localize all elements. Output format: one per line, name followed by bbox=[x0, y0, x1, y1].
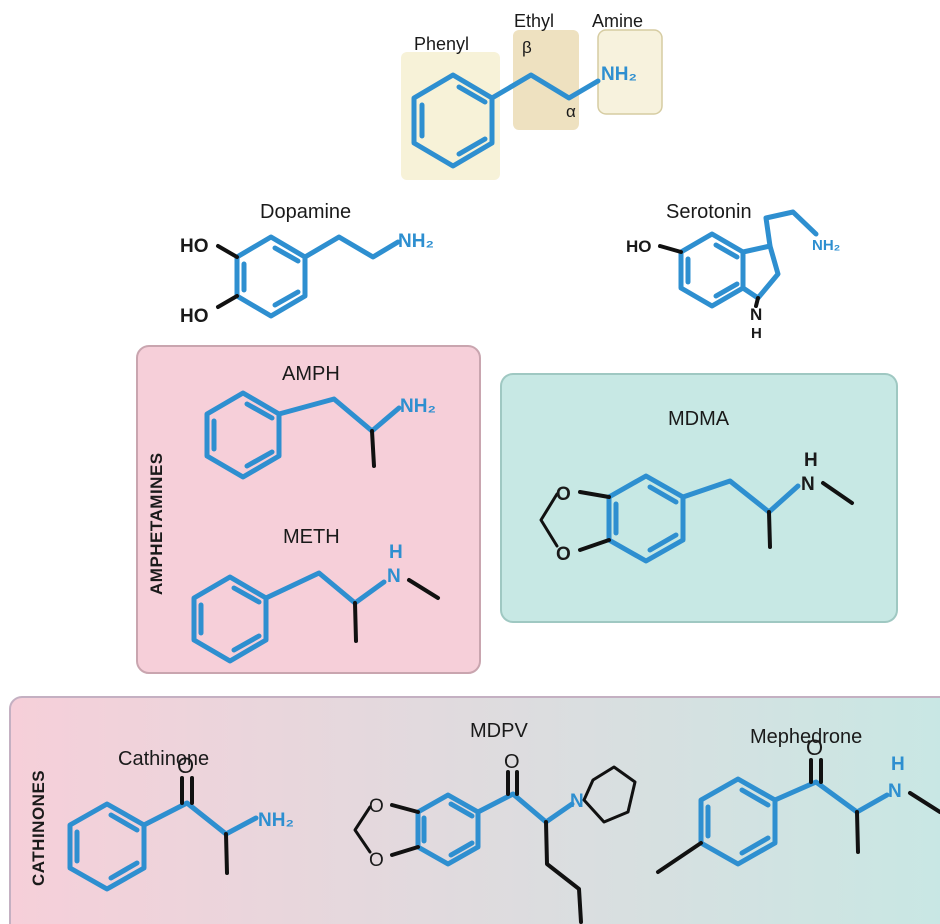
mdpv-name: MDPV bbox=[470, 720, 528, 742]
cathinone-name: Cathinone bbox=[118, 748, 209, 770]
amine-label: Amine bbox=[592, 11, 643, 31]
mdma-o-2: O bbox=[556, 544, 571, 565]
cathinone-o: O bbox=[177, 753, 194, 778]
phenethylamine-scaffold: Phenyl Ethyl Amine β α NH₂ bbox=[401, 11, 663, 180]
meth-name: METH bbox=[283, 526, 340, 548]
mdpv-o-2: O bbox=[369, 850, 384, 871]
amine-box bbox=[597, 29, 663, 115]
dopamine-molecule: Dopamine HO HO NH₂ bbox=[180, 201, 434, 327]
dopamine-ho-1: HO bbox=[180, 236, 209, 257]
amphetamines-panel: AMPHETAMINES AMPH NH₂ METH H N bbox=[136, 345, 481, 674]
mdma-panel: MDMA O O H N bbox=[500, 373, 898, 623]
ethyl-box bbox=[513, 30, 579, 130]
serotonin-molecule: Serotonin HO NH₂ N H bbox=[626, 201, 840, 342]
serotonin-nh2: NH₂ bbox=[812, 237, 840, 254]
alpha-label: α bbox=[566, 102, 576, 121]
ethyl-label: Ethyl bbox=[514, 11, 554, 31]
mdpv-o-1: O bbox=[369, 796, 384, 817]
scaffold-nh2: NH₂ bbox=[601, 64, 637, 85]
serotonin-ho: HO bbox=[626, 237, 652, 256]
mdpv-n: N bbox=[570, 791, 584, 812]
mdpv-o: O bbox=[504, 751, 520, 773]
mephedrone-o: O bbox=[806, 735, 823, 760]
beta-label: β bbox=[522, 38, 532, 57]
cathinones-panel: CATHINONES Cathinone O NH₂ MDPV bbox=[9, 696, 940, 924]
phenyl-label: Phenyl bbox=[414, 34, 469, 54]
mdma-h: H bbox=[804, 450, 818, 471]
meth-molecule: METH H N bbox=[191, 526, 440, 664]
mdpv-molecule: MDPV O N O O bbox=[353, 720, 637, 924]
mdma-name: MDMA bbox=[668, 408, 730, 430]
dopamine-nh2: NH₂ bbox=[398, 231, 434, 252]
mephedrone-name: Mephedrone bbox=[750, 726, 862, 748]
serotonin-h: H bbox=[751, 325, 762, 342]
amph-nh2: NH₂ bbox=[400, 396, 436, 417]
mephedrone-h: H bbox=[891, 754, 905, 775]
mephedrone-molecule: Mephedrone O H N bbox=[656, 726, 940, 874]
cathinones-label: CATHINONES bbox=[29, 770, 48, 886]
mdma-o-1: O bbox=[556, 484, 571, 505]
serotonin-n: N bbox=[750, 305, 762, 324]
dopamine-name: Dopamine bbox=[260, 201, 351, 223]
meth-h: H bbox=[389, 542, 403, 563]
amph-molecule: AMPH NH₂ bbox=[204, 363, 436, 480]
mephedrone-n: N bbox=[888, 781, 902, 802]
mdma-molecule: MDMA O O H N bbox=[539, 408, 854, 565]
scaffold-bonds bbox=[411, 72, 601, 169]
serotonin-name: Serotonin bbox=[666, 201, 752, 223]
dopamine-ho-2: HO bbox=[180, 306, 209, 327]
amph-name: AMPH bbox=[282, 363, 340, 385]
amphetamines-label: AMPHETAMINES bbox=[147, 452, 166, 595]
mdma-n: N bbox=[801, 474, 815, 495]
cathinone-nh2: NH₂ bbox=[258, 810, 294, 831]
meth-n: N bbox=[387, 566, 401, 587]
cathinone-molecule: Cathinone O NH₂ bbox=[67, 748, 294, 892]
